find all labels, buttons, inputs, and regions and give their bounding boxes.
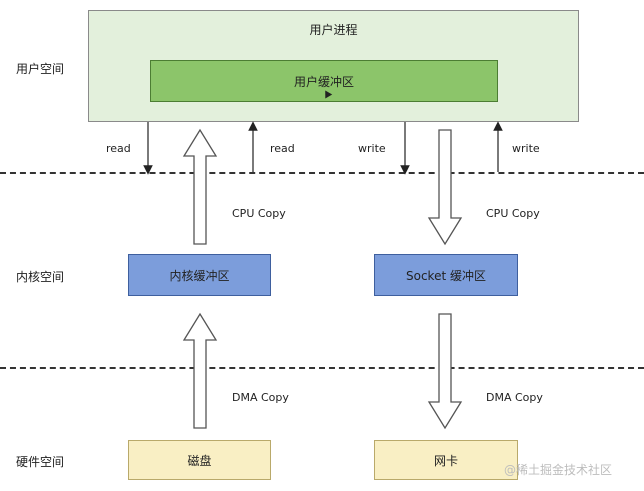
cpu-copy-down-arrow bbox=[427, 129, 463, 246]
kernel-hardware-divider bbox=[0, 367, 644, 369]
cpu-copy-right-label: CPU Copy bbox=[486, 207, 540, 220]
kernel-space-label: 内核空间 bbox=[16, 270, 65, 284]
write-left-label: write bbox=[358, 142, 386, 155]
kernel-buffer-label: 内核缓冲区 bbox=[169, 268, 230, 283]
user-buffer-box: 用户缓冲区 bbox=[150, 60, 498, 102]
write-right-label: write bbox=[512, 142, 540, 155]
kernel-buffer-box: 内核缓冲区 bbox=[128, 254, 271, 296]
cpu-copy-up-arrow bbox=[182, 128, 218, 245]
user-kernel-divider bbox=[0, 172, 644, 174]
user-process-title: 用户进程 bbox=[309, 23, 358, 37]
dma-copy-right-label: DMA Copy bbox=[486, 391, 543, 404]
nic-label: 网卡 bbox=[433, 453, 458, 468]
dma-copy-down-arrow bbox=[427, 313, 463, 430]
cpu-copy-left-label: CPU Copy bbox=[232, 207, 286, 220]
dma-copy-left-label: DMA Copy bbox=[232, 391, 289, 404]
read-right-label: read bbox=[270, 142, 295, 155]
hardware-space-label: 硬件空间 bbox=[16, 455, 65, 469]
user-space-label: 用户空间 bbox=[16, 62, 65, 76]
socket-buffer-label: Socket 缓冲区 bbox=[406, 268, 486, 283]
socket-buffer-box: Socket 缓冲区 bbox=[374, 254, 518, 296]
watermark: @稀土掘金技术社区 bbox=[504, 463, 613, 477]
user-buffer-label: 用户缓冲区 bbox=[293, 74, 354, 89]
dma-copy-up-arrow bbox=[182, 312, 218, 429]
read-left-label: read bbox=[106, 142, 131, 155]
disk-label: 磁盘 bbox=[187, 453, 212, 468]
disk-box: 磁盘 bbox=[128, 440, 271, 480]
nic-box: 网卡 bbox=[374, 440, 518, 480]
